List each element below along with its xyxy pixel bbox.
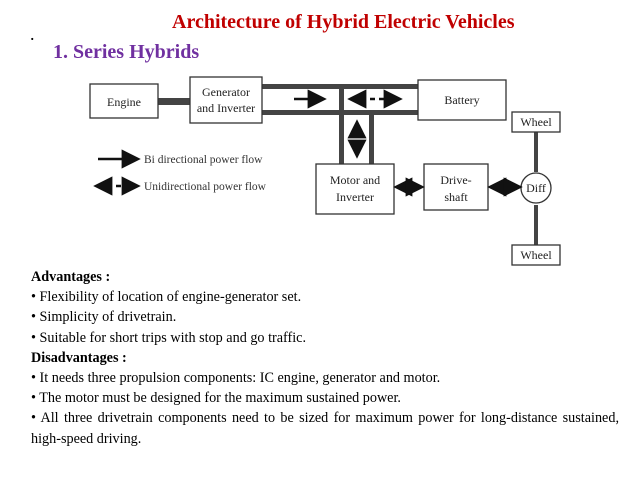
svg-text:and Inverter: and Inverter	[197, 101, 255, 115]
motor-inverter-box: Motor and Inverter	[315, 163, 395, 215]
slide-title: Architecture of Hybrid Electric Vehicles	[172, 11, 515, 33]
battery-box: Battery	[417, 79, 507, 121]
wheel-top: Wheel	[511, 111, 561, 133]
disadvantages-heading: Disadvantages :	[31, 349, 127, 366]
engine-label: Engine	[107, 95, 141, 109]
generator-inverter-box: Generator and Inverter	[189, 76, 263, 124]
svg-text:Wheel: Wheel	[520, 248, 552, 262]
legend-solid-label: Bi directional power flow	[144, 154, 263, 166]
legend-dashed-label: Unidirectional power flow	[144, 181, 267, 193]
differential: Diff	[520, 172, 552, 204]
engine-box: Engine	[89, 83, 159, 119]
flow-arrows	[294, 89, 523, 197]
svg-text:Wheel: Wheel	[520, 115, 552, 129]
svg-text:Generator: Generator	[202, 85, 250, 99]
electrical-bus	[262, 84, 418, 164]
advantage-item: • Flexibility of location of engine-gene…	[31, 289, 302, 306]
mechanical-shafts	[158, 98, 538, 245]
disadvantage-item: • The motor must be designed for the max…	[31, 390, 401, 407]
svg-text:Drive-: Drive-	[440, 173, 471, 187]
disadvantage-item: • It needs three propulsion components: …	[31, 370, 441, 387]
driveshaft-box: Drive- shaft	[423, 163, 489, 211]
advantage-item: • Simplicity of drivetrain.	[31, 309, 177, 326]
disadvantage-item: • All three drivetrain components need t…	[31, 410, 619, 447]
advantage-item: • Suitable for short trips with stop and…	[31, 329, 307, 346]
svg-text:shaft: shaft	[444, 190, 468, 204]
svg-text:Diff: Diff	[526, 181, 546, 195]
wheel-bottom: Wheel	[511, 244, 561, 266]
legend: Bi directional power flow Unidirectional…	[93, 149, 267, 196]
bullet-mark: .	[30, 24, 35, 44]
advantages-heading: Advantages :	[31, 269, 111, 285]
svg-text:Inverter: Inverter	[336, 190, 374, 204]
svg-text:Battery: Battery	[444, 93, 479, 107]
svg-text:Motor and: Motor and	[330, 173, 380, 187]
section-subtitle: 1. Series Hybrids	[53, 41, 200, 63]
content-text: Advantages : • Flexibility of location o…	[31, 267, 619, 449]
